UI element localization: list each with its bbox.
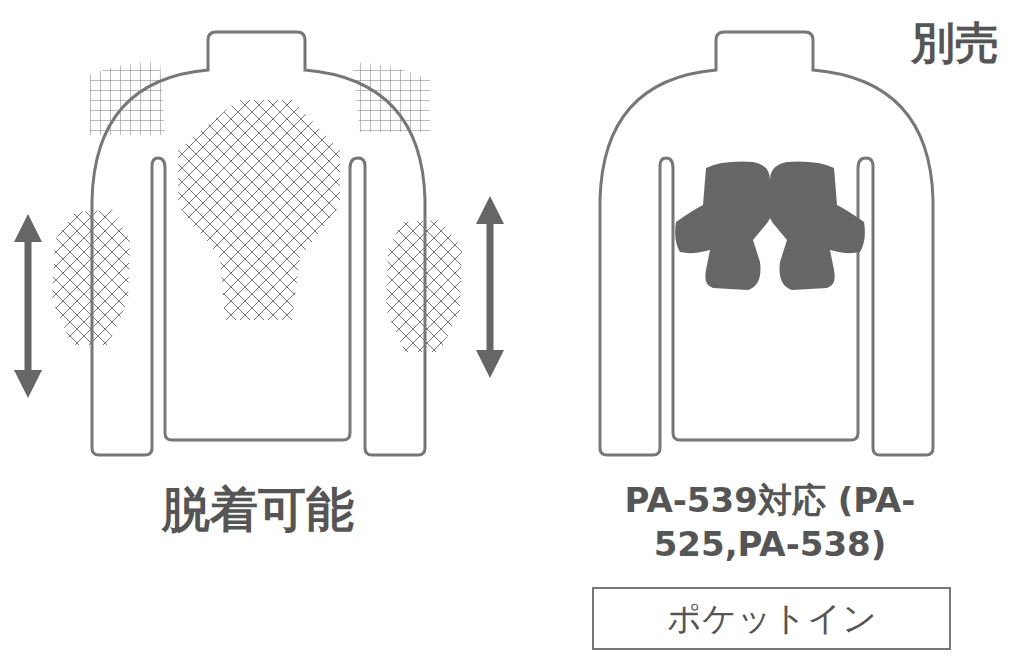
jacket-left (28, 32, 490, 455)
jacket-outline (600, 32, 933, 455)
caption-label: 脱着可能 (108, 478, 408, 540)
jacket-outline (92, 32, 425, 455)
back-protector (768, 162, 865, 290)
box-text: ポケットイン (667, 596, 877, 642)
back-protector (675, 162, 772, 290)
shoulder-pad (90, 62, 165, 135)
jacket-right (600, 32, 933, 455)
label-box: ポケットイン (592, 587, 951, 650)
shoulder-pad (352, 62, 430, 132)
note-label: 別売 (890, 14, 1020, 71)
adjust-arrow (487, 210, 494, 364)
adjust-arrow (25, 228, 32, 384)
back-pad (178, 100, 340, 320)
caption-label: PA-539対応 (PA-525,PA-538) (590, 478, 950, 566)
